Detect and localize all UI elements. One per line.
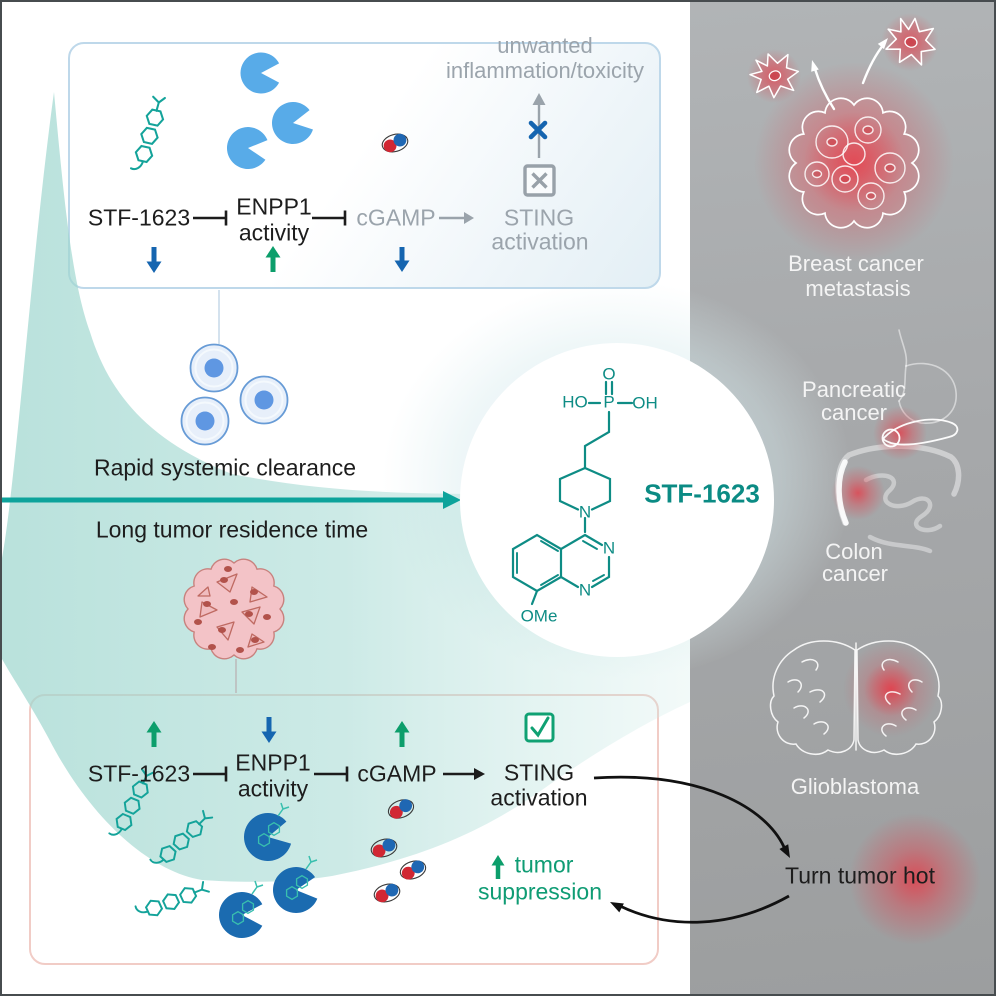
turn-tumor-hot-label: Turn tumor hot <box>785 862 935 889</box>
atom-n3: N <box>602 538 616 558</box>
sting-label-bottom-line2: activation <box>490 784 588 811</box>
tumor-suppression-line2: suppression <box>477 878 603 905</box>
stf-label-top: STF-1623 <box>87 204 191 231</box>
atom-o: O <box>602 364 616 384</box>
pancreatic-cancer-label-line2: cancer <box>820 399 888 425</box>
glioblastoma-label: Glioblastoma <box>790 773 920 799</box>
breast-cancer-label-line2: metastasis <box>805 275 911 301</box>
pancreatic-cancer-label-line1: Pancreatic <box>802 376 906 402</box>
atom-n1: N <box>578 580 592 600</box>
enpp1-label-bottom-line2: activity <box>237 775 309 802</box>
long-residence-label: Long tumor residence time <box>95 516 369 543</box>
atom-ho: HO <box>562 392 588 412</box>
colon-cancer-label-line2: cancer <box>821 560 889 586</box>
sting-label-bottom-line1: STING <box>503 759 575 786</box>
cgamp-label-top: cGAMP <box>356 204 436 231</box>
tumor-pathway-box <box>29 694 659 965</box>
atom-n-piperidine: N <box>578 502 592 522</box>
enpp1-label-top-line1: ENPP1 <box>236 193 312 220</box>
tumor-suppression-line1: tumor <box>514 851 574 878</box>
enpp1-label-bottom-line1: ENPP1 <box>235 749 311 776</box>
atom-oh: OH <box>632 393 658 413</box>
unwanted-label-line2: inflammation/toxicity <box>445 57 645 83</box>
unwanted-label-line1: unwanted <box>497 32 593 58</box>
breast-cancer-label-line1: Breast cancer <box>788 250 924 276</box>
enpp1-label-top-line2: activity <box>238 219 310 246</box>
rapid-clearance-label: Rapid systemic clearance <box>93 454 357 481</box>
cgamp-label-bottom: cGAMP <box>357 760 437 787</box>
molecule-name-label: STF-1623 <box>644 478 760 509</box>
sting-label-top-line2: activation <box>491 228 589 255</box>
atom-p: P <box>603 392 615 412</box>
stf-label-bottom: STF-1623 <box>87 760 191 787</box>
sting-label-top-line1: STING <box>503 204 575 231</box>
atom-ome: OMe <box>520 606 558 626</box>
